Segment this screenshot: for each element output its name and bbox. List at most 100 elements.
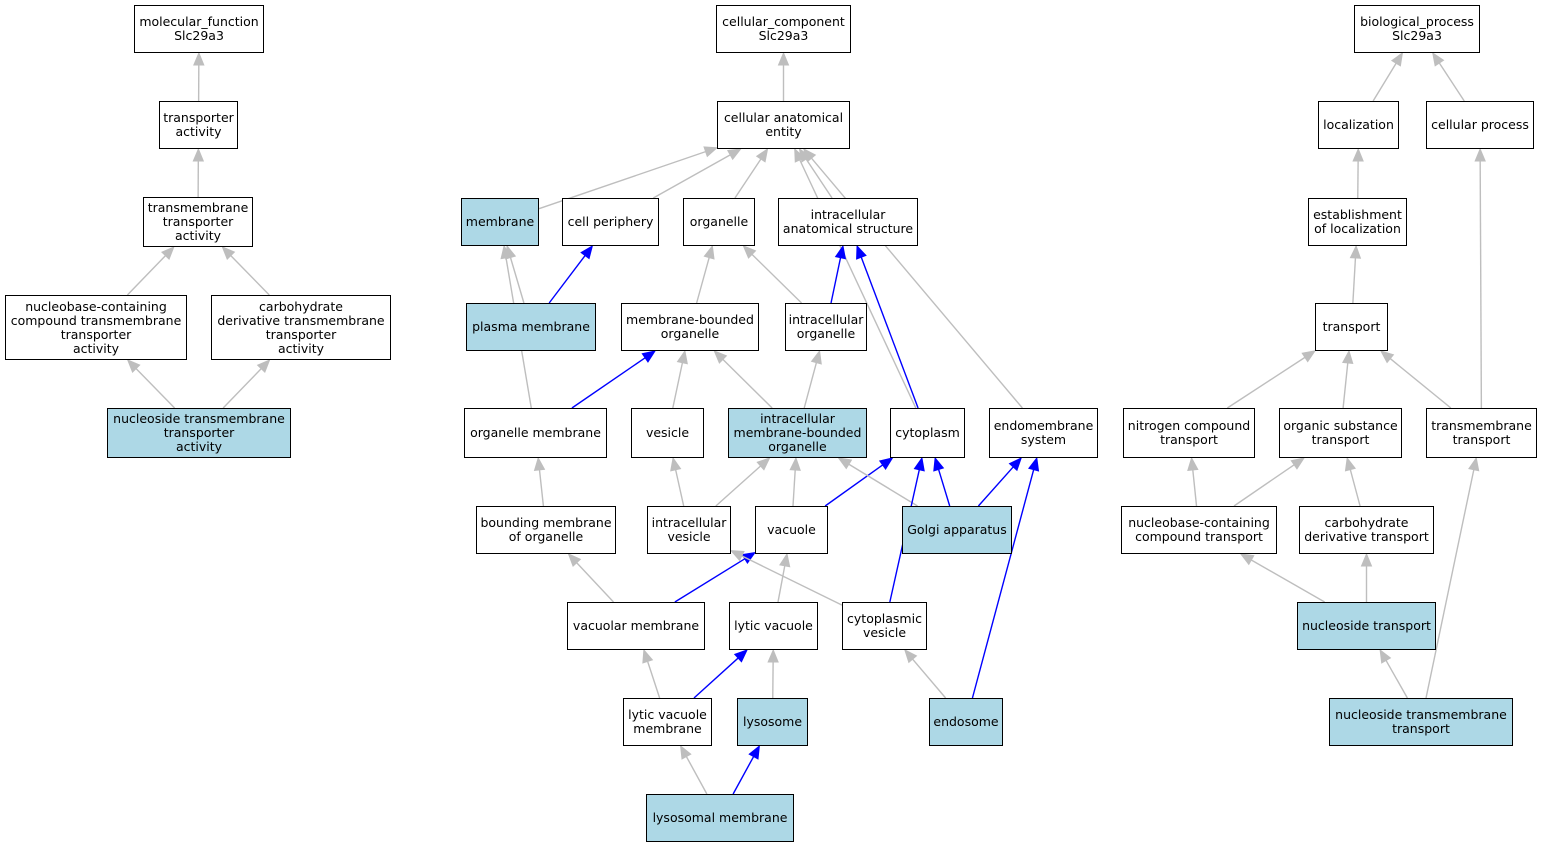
arrowhead-nitrogen_compound_transport-to-transport xyxy=(1301,350,1317,363)
arrowhead-transmembrane_transport-to-cellular_process xyxy=(1474,147,1486,162)
arrowhead-intracellular_organelle-to-intracellular_anatomical_structure xyxy=(834,244,847,260)
arrowhead-vacuole-to-intracellular_mb_organelle xyxy=(789,456,801,471)
node-nucleoside-transport[interactable]: nucleoside transport xyxy=(1297,602,1436,650)
edge-golgi-to-intracellular_mb_organelle xyxy=(848,463,918,507)
edge-nitrogen_compound_transport-to-transport xyxy=(1226,356,1306,409)
edge-transmembrane_transport-to-transport xyxy=(1389,358,1452,409)
edge-cytoplasm-to-intracellular_anatomical_structure xyxy=(860,256,919,409)
node-vacuolar-membrane[interactable]: vacuolar membrane xyxy=(567,602,705,650)
arrowhead-nucleobase_tm_activity-to-tm_transporter_activity xyxy=(161,246,175,260)
arrowhead-golgi-to-endomembrane_system xyxy=(1008,457,1023,472)
node-carbohydrate-transmembrane-transporter-activity[interactable]: carbohydrate derivative transmembrane tr… xyxy=(211,295,391,360)
node-nucleobase-containing-compound-transport[interactable]: nucleobase-containing compound transport xyxy=(1121,506,1277,554)
arrowhead-lysosomal_membrane-to-lysosome xyxy=(748,744,760,760)
node-nucleoside-transmembrane-transport[interactable]: nucleoside transmembrane transport xyxy=(1329,698,1513,746)
edge-nucleoside_transport-to-nucleobase_compound_transport xyxy=(1250,559,1325,603)
node-molecular-function-root[interactable]: molecular_function Slc29a3 xyxy=(134,5,264,53)
arrowhead-endosome-to-endomembrane_system xyxy=(1028,456,1040,472)
node-organic-substance-transport[interactable]: organic substance transport xyxy=(1279,408,1402,458)
node-cellular-process[interactable]: cellular process xyxy=(1426,101,1534,149)
arrowhead-cytoplasm-to-intracellular_anatomical_structure xyxy=(856,244,867,260)
arrowhead-lytic_vacuole_membrane-to-lytic_vacuole xyxy=(733,649,748,663)
node-endomembrane-system[interactable]: endomembrane system xyxy=(989,408,1098,458)
node-membrane-bounded-organelle[interactable]: membrane-bounded organelle xyxy=(621,303,759,351)
node-nitrogen-compound-transport[interactable]: nitrogen compound transport xyxy=(1123,408,1255,458)
edge-lysosomal_membrane-to-lytic_vacuole_membrane xyxy=(685,756,708,795)
arrowhead-golgi-to-cytoplasm xyxy=(933,456,945,472)
edge-endomembrane_system-to-cellular_anatomical_entity xyxy=(810,157,1023,409)
node-cell-periphery[interactable]: cell periphery xyxy=(562,198,659,246)
node-organelle[interactable]: organelle xyxy=(683,198,755,246)
node-transporter-activity[interactable]: transporter activity xyxy=(159,101,238,149)
node-establishment-of-localization[interactable]: establishment of localization xyxy=(1308,198,1407,246)
arrowhead-organelle_membrane-to-membrane_bounded_organelle xyxy=(641,350,657,363)
node-vesicle[interactable]: vesicle xyxy=(631,408,704,458)
arrowhead-cytoplasmic_vesicle-to-intracellular_vesicle xyxy=(729,550,745,562)
edge-vesicle-to-membrane_bounded_organelle xyxy=(672,362,684,409)
node-carbohydrate-derivative-transport[interactable]: carbohydrate derivative transport xyxy=(1299,506,1434,554)
edge-localization-to-bp_root xyxy=(1372,62,1397,102)
node-bounding-membrane-of-organelle[interactable]: bounding membrane of organelle xyxy=(476,506,616,554)
edge-nucleoside_tm_transport-to-nucleoside_transport xyxy=(1385,660,1408,699)
arrowhead-bounding_membrane-to-organelle_membrane xyxy=(533,456,546,472)
node-lysosomal-membrane[interactable]: lysosomal membrane xyxy=(646,794,794,842)
arrowhead-lytic_vacuole-to-vacuole xyxy=(779,552,791,568)
edge-nucleoside_tm_transport-to-transmembrane_transport xyxy=(1425,469,1475,699)
node-cytoplasm[interactable]: cytoplasm xyxy=(890,408,965,458)
node-intracellular-anatomical-structure[interactable]: intracellular anatomical structure xyxy=(778,198,918,246)
node-intracellular-organelle[interactable]: intracellular organelle xyxy=(785,303,867,351)
arrowhead-localization-to-bp_root xyxy=(1390,51,1404,67)
node-cellular-component-root[interactable]: cellular_component Slc29a3 xyxy=(716,5,851,53)
edge-intracellular_organelle-to-intracellular_anatomical_structure xyxy=(830,257,842,304)
edge-nucleobase_compound_transport-to-organic_substance_transport xyxy=(1233,464,1295,507)
edge-vacuole-to-intracellular_mb_organelle xyxy=(792,469,796,507)
node-cellular-anatomical-entity[interactable]: cellular anatomical entity xyxy=(717,101,850,149)
arrowhead-vacuole-to-cytoplasm xyxy=(878,457,894,470)
edge-organelle_membrane-to-membrane_bounded_organelle xyxy=(571,357,646,409)
node-vacuole[interactable]: vacuole xyxy=(755,506,828,554)
node-transmembrane-transport[interactable]: transmembrane transport xyxy=(1426,408,1537,458)
node-golgi-apparatus[interactable]: Golgi apparatus xyxy=(902,506,1012,554)
arrowhead-endosome-to-cytoplasmic_vesicle xyxy=(904,649,918,664)
arrowhead-organelle-to-cellular_anatomical_entity xyxy=(755,147,769,163)
edge-lytic_vacuole_membrane-to-lytic_vacuole xyxy=(693,657,739,699)
node-nucleobase-transmembrane-transporter-activity[interactable]: nucleobase-containing compound transmemb… xyxy=(5,295,187,360)
node-transmembrane-transporter-activity[interactable]: transmembrane transporter activity xyxy=(143,197,253,247)
arrowhead-membrane_bounded_organelle-to-organelle xyxy=(703,244,715,260)
arrowhead-intracellular_vesicle-to-vesicle xyxy=(670,456,682,472)
arrowhead-intracellular_vesicle-to-intracellular_mb_organelle xyxy=(756,457,771,471)
node-plasma-membrane[interactable]: plasma membrane xyxy=(466,303,596,351)
arrowhead-cellular_process-to-bp_root xyxy=(1432,51,1445,67)
edge-lysosomal_membrane-to-lysosome xyxy=(732,756,755,795)
node-endosome[interactable]: endosome xyxy=(929,698,1003,746)
node-cytoplasmic-vesicle[interactable]: cytoplasmic vesicle xyxy=(842,602,927,650)
node-lytic-vacuole-membrane[interactable]: lytic vacuole membrane xyxy=(623,698,712,746)
arrowhead-transport-to-establishment_localization xyxy=(1349,244,1362,259)
node-nucleoside-transmembrane-transporter-activity[interactable]: nucleoside transmembrane transporter act… xyxy=(107,408,291,458)
node-organelle-membrane[interactable]: organelle membrane xyxy=(464,408,607,458)
edge-plasma_membrane-to-membrane xyxy=(509,257,525,304)
arrowhead-vacuolar_membrane-to-vacuole xyxy=(741,551,757,564)
edge-golgi-to-endomembrane_system xyxy=(977,466,1014,507)
edge-intracellular_vesicle-to-intracellular_mb_organelle xyxy=(715,465,762,507)
edge-organic_substance_transport-to-transport xyxy=(1342,362,1349,409)
node-localization[interactable]: localization xyxy=(1318,101,1399,149)
node-biological-process-root[interactable]: biological_process Slc29a3 xyxy=(1354,5,1480,53)
arrowhead-cytoplasm-to-cellular_anatomical_entity xyxy=(794,147,806,163)
node-lytic-vacuole[interactable]: lytic vacuole xyxy=(729,602,818,650)
arrowhead-intracellular_mb_organelle-to-membrane_bounded_organelle xyxy=(713,350,728,364)
edge-vacuolar_membrane-to-bounding_membrane xyxy=(576,562,615,603)
node-lysosome[interactable]: lysosome xyxy=(737,698,808,746)
edge-vacuolar_membrane-to-vacuole xyxy=(674,558,746,603)
node-membrane[interactable]: membrane xyxy=(461,198,539,246)
arrowhead-carb_tm_activity-to-tm_transporter_activity xyxy=(221,246,236,260)
arrowhead-nucleoside_transport-to-carb_derivative_transport xyxy=(1360,552,1373,567)
edge-intracellular_vesicle-to-vesicle xyxy=(674,469,685,507)
edge-carb_tm_activity-to-tm_transporter_activity xyxy=(230,255,270,296)
edge-organelle-to-cellular_anatomical_entity xyxy=(734,158,762,199)
arrowhead-nucleobase_compound_transport-to-organic_substance_transport xyxy=(1290,457,1306,470)
arrowhead-lysosomal_membrane-to-lytic_vacuole_membrane xyxy=(680,744,692,760)
node-intracellular-membrane-bounded-organelle[interactable]: intracellular membrane-bounded organelle xyxy=(728,408,867,458)
node-intracellular-vesicle[interactable]: intracellular vesicle xyxy=(647,506,731,554)
node-transport[interactable]: transport xyxy=(1315,303,1388,351)
